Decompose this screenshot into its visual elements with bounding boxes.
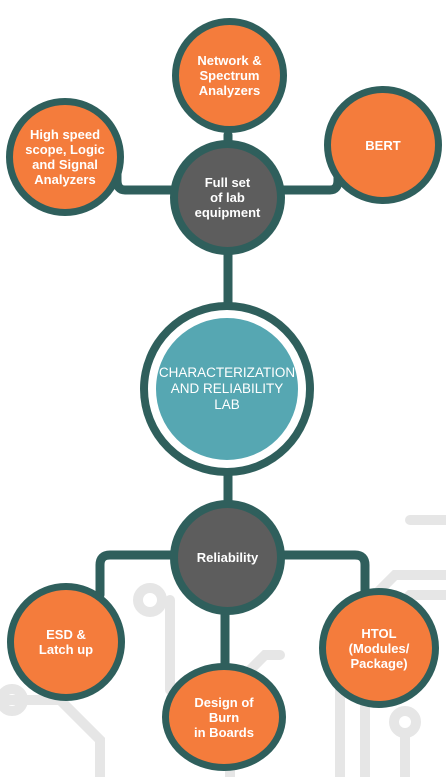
reliability-node-burnin-label: Design of Burn in Boards [194, 694, 254, 740]
equipment-node-network: Network & Spectrum Analyzers [172, 18, 287, 133]
reliability-node-burnin: Design of Burn in Boards [162, 663, 286, 771]
equipment-node-bert-label: BERT [365, 137, 401, 153]
center-node-label: CHARACTERIZATION AND RELIABILITY LAB [158, 365, 296, 412]
equipment-node-network-label: Network & Spectrum Analyzers [197, 53, 262, 98]
equipment-node-bert: BERT [324, 86, 442, 204]
reliability-node-htol-label: HTOL (Modules/ Package) [348, 625, 410, 671]
hub-equipment: Full set of lab equipment [170, 140, 285, 255]
reliability-node-esd-label: ESD & Latch up [38, 627, 94, 657]
equipment-node-scopes-label: High speed scope, Logic and Signal Analy… [25, 127, 105, 187]
hub-equipment-label: Full set of lab equipment [194, 175, 261, 220]
hub-reliability-label: Reliability [196, 550, 259, 565]
center-node: CHARACTERIZATION AND RELIABILITY LAB [148, 310, 306, 468]
reliability-node-esd: ESD & Latch up [7, 583, 125, 701]
reliability-node-htol: HTOL (Modules/ Package) [319, 588, 439, 708]
equipment-node-scopes: High speed scope, Logic and Signal Analy… [6, 98, 124, 216]
hub-reliability: Reliability [170, 500, 285, 615]
